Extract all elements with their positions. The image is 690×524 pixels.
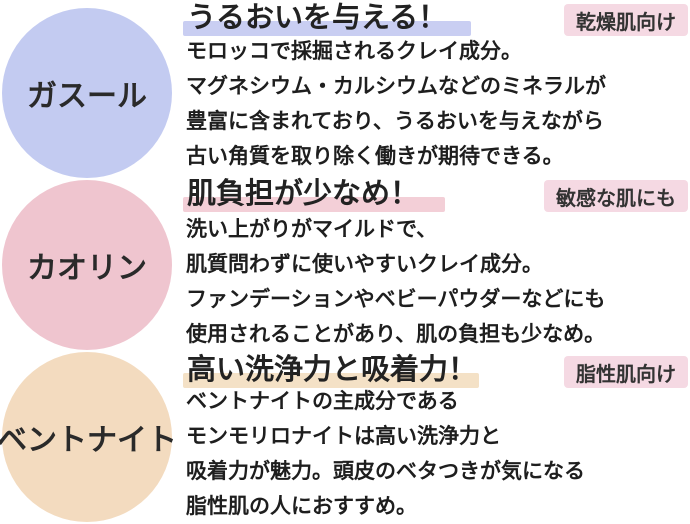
description-line: 古い角質を取り除く働きが期待できる。	[186, 144, 564, 168]
description-line: 脂性肌の人におすすめ。	[186, 494, 417, 518]
description-line: ファンデーションやベビーパウダーなどにも	[186, 287, 606, 311]
description-line: 洗い上がりがマイルドで、	[186, 217, 438, 241]
description-line: 使用されることがあり、肌の負担も少なめ。	[186, 322, 606, 346]
heading-underline	[183, 197, 445, 212]
clay-name: ベントナイト	[0, 423, 177, 458]
heading-wrap: 肌負担が少なめ！	[183, 174, 445, 214]
description: 洗い上がりがマイルドで、 肌質問わずに使いやすいクレイ成分。 ファンデーションや…	[186, 212, 686, 352]
clay-name: カオリン	[27, 251, 147, 286]
name-circle: ガスール	[2, 8, 172, 178]
heading-wrap: うるおいを与える！	[183, 0, 471, 38]
description: ベントナイトの主成分である モンモリロナイトは高い洗浄力と 吸着力が魅力。頭皮の…	[186, 384, 686, 524]
description-line: 吸着力が魅力。頭皮のベタつきが気になる	[186, 459, 585, 483]
heading-underline	[183, 373, 479, 388]
skin-type-tag: 敏感な肌にも	[544, 180, 688, 212]
heading-underline	[183, 21, 471, 36]
section-heading: 肌負担が少なめ！	[187, 176, 420, 210]
description-line: モンモリロナイトは高い洗浄力と	[186, 424, 501, 448]
name-circle: ベントナイト	[0, 352, 177, 522]
heading-wrap: 高い洗浄力と吸着力！	[183, 350, 479, 390]
section-heading: 高い洗浄力と吸着力！	[187, 352, 478, 386]
skin-type-tag: 乾燥肌向け	[564, 4, 688, 36]
section-gassoul: ガスール うるおいを与える！ 乾燥肌向け モロッコで採掘されるクレイ成分。 マグ…	[0, 0, 690, 178]
description: モロッコで採掘されるクレイ成分。 マグネシウム・カルシウムなどのミネラルが 豊富…	[186, 34, 686, 174]
clay-name: ガスール	[27, 79, 147, 114]
section-bentonite: ベントナイト 高い洗浄力と吸着力！ 脂性肌向け ベントナイトの主成分である モン…	[0, 344, 690, 522]
skin-type-tag: 脂性肌向け	[564, 356, 688, 388]
description-line: 豊富に含まれており、うるおいを与えながら	[186, 109, 604, 133]
description-line: モロッコで採掘されるクレイ成分。	[186, 39, 522, 63]
description-line: マグネシウム・カルシウムなどのミネラルが	[186, 74, 606, 98]
section-heading: うるおいを与える！	[187, 0, 448, 34]
section-kaolin: カオリン 肌負担が少なめ！ 敏感な肌にも 洗い上がりがマイルドで、 肌質問わずに…	[0, 172, 690, 350]
description-line: ベントナイトの主成分である	[186, 389, 459, 413]
name-circle: カオリン	[2, 180, 172, 350]
description-line: 肌質問わずに使いやすいクレイ成分。	[186, 252, 543, 276]
